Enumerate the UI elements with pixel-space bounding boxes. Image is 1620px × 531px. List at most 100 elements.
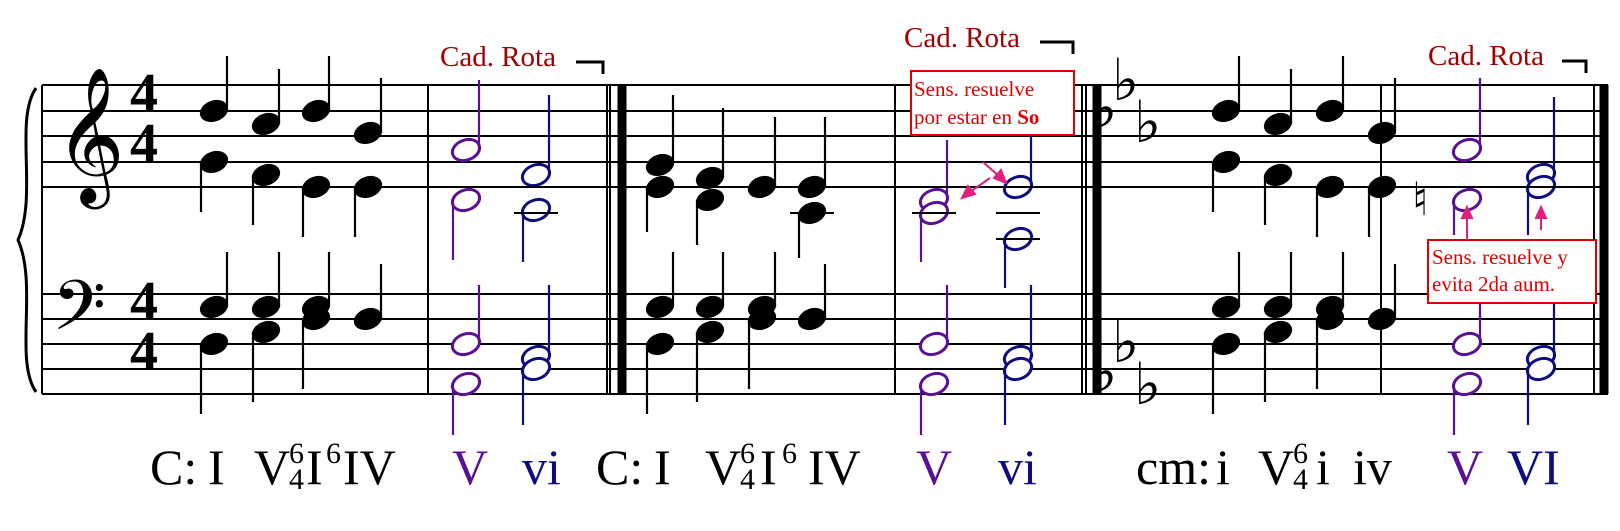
numeral-3-3: i xyxy=(1316,439,1330,495)
numeral-2-5: V xyxy=(916,439,952,495)
numeral-1-2-sub: 4 xyxy=(289,463,304,496)
numeral-3-2: V xyxy=(1258,439,1294,495)
s2-bass-note-1 xyxy=(645,332,675,356)
s2-soprano-note-1 xyxy=(645,153,675,177)
s1-bass-note-2 xyxy=(251,320,281,344)
s2-tenor-note-4 xyxy=(797,307,827,331)
roman-numeral-analysis: C: I V 6 4 I 6 IV V vi C: I V 6 4 I 6 IV… xyxy=(150,437,1560,496)
arrow-3-head-icon xyxy=(1460,204,1474,219)
numeral-1-3: I xyxy=(306,439,323,495)
note-box-1-line2-plain: por estar en xyxy=(914,105,1017,129)
key-sig-flat-bass-2: ♭ xyxy=(1112,308,1139,376)
key-sig-flat-treble-3: ♭ xyxy=(1134,88,1161,156)
numeral-3-6: VI xyxy=(1507,439,1560,495)
numeral-1-1: I xyxy=(208,439,225,495)
numeral-1-6: vi xyxy=(522,439,561,495)
s1-soprano-note-4 xyxy=(353,121,383,145)
s2-alto-note-2 xyxy=(695,188,725,212)
note-box-2-frame xyxy=(1427,239,1597,304)
note-box-1-line2: por estar en So xyxy=(914,105,1039,129)
s1-vi-sop xyxy=(520,162,552,188)
time-sig-bass-bottom: 4 xyxy=(130,321,158,383)
treble-clef-icon: 𝄞 xyxy=(55,65,125,209)
s1-alto-note-2 xyxy=(251,163,281,187)
s1-soprano-note-1 xyxy=(199,99,229,123)
note-box-1-line2-bold: So xyxy=(1017,105,1039,129)
s1-V-alto xyxy=(450,187,482,213)
time-sig-treble-top: 4 xyxy=(130,63,158,125)
arrow-1-head-icon xyxy=(960,184,977,200)
arrow-2-head-icon xyxy=(992,168,1008,185)
s1-alto-note-1 xyxy=(199,150,229,174)
numeral-3-4: iv xyxy=(1353,439,1392,495)
notes xyxy=(199,56,1563,435)
note-box-2-line1: Sens. resuelve y xyxy=(1432,245,1568,269)
cadence-label-2: Cad. Rota xyxy=(904,22,1020,54)
s1-tenor-note-1 xyxy=(199,295,229,319)
key-label-1: C: xyxy=(150,439,197,495)
numeral-2-3-sup: 6 xyxy=(782,437,797,470)
s2-V-tenor xyxy=(918,331,950,357)
s3-soprano-note-1 xyxy=(1211,99,1241,123)
numeral-2-1: I xyxy=(654,439,671,495)
s1-bass-note-1 xyxy=(199,332,229,356)
numeral-3-5: V xyxy=(1447,439,1483,495)
numeral-2-2-sup: 6 xyxy=(740,437,755,470)
s3-V-tenor xyxy=(1451,331,1483,357)
key-sig-flat-treble-1: ♭ xyxy=(1090,74,1117,142)
resolution-arrows xyxy=(960,161,1548,240)
key-sig-flat-bass-3: ♭ xyxy=(1134,350,1161,418)
s3-V-sop xyxy=(1451,137,1483,163)
numeral-2-3: I xyxy=(760,439,777,495)
s2-tenor-note-1 xyxy=(645,295,675,319)
numeral-1-2: V xyxy=(254,439,290,495)
s3-soprano-note-2 xyxy=(1263,112,1293,136)
cadence-label-3: Cad. Rota xyxy=(1428,40,1544,72)
numeral-1-5: V xyxy=(452,439,488,495)
s3-soprano-note-4 xyxy=(1367,121,1397,145)
s1-vi-alto xyxy=(520,197,552,223)
s2-bass-note-2 xyxy=(695,320,725,344)
s3-bass-note-1 xyxy=(1211,332,1241,356)
s3-alto-note-2 xyxy=(1263,163,1293,187)
cadence-bracket-3 xyxy=(1562,59,1588,73)
s3-soprano-note-3 xyxy=(1315,99,1345,123)
s2-tenor-note-2 xyxy=(695,295,725,319)
numeral-1-2-sup: 6 xyxy=(289,437,304,470)
bass-clef-icon: 𝄢 xyxy=(52,265,106,363)
numeral-3-2-sub: 4 xyxy=(1293,463,1308,496)
arrow-1 xyxy=(969,177,991,193)
s1-tenor-note-4 xyxy=(353,307,383,331)
s1-soprano-note-2 xyxy=(251,112,281,136)
note-box-2: Sens. resuelve y evita 2da aum. xyxy=(1427,239,1597,304)
numeral-3-2-sup: 6 xyxy=(1293,437,1308,470)
s3-alto-note-1 xyxy=(1211,150,1241,174)
numeral-2-6: vi xyxy=(998,439,1037,495)
note-box-2-line2: evita 2da aum. xyxy=(1432,272,1555,296)
barlines xyxy=(427,85,1609,394)
key-label-2: C: xyxy=(596,439,643,495)
numeral-1-3-sup: 6 xyxy=(326,437,341,470)
cadence-bracket-1 xyxy=(576,60,605,74)
s3-tenor-note-2 xyxy=(1263,295,1293,319)
arrow-4-head-icon xyxy=(1534,204,1548,219)
s3-bass-note-2 xyxy=(1263,320,1293,344)
note-box-1-frame xyxy=(910,70,1075,136)
numeral-2-2-sub: 4 xyxy=(740,463,755,496)
clefs-and-signatures: 𝄞 𝄢 4 4 4 4 ♭ ♭ ♭ ♭ ♭ ♭ ♮ xyxy=(52,46,1428,418)
system-brace-icon xyxy=(16,87,38,393)
cadence-annotations: Cad. Rota Cad. Rota Cad. Rota xyxy=(440,22,1588,74)
numeral-2-2: V xyxy=(705,439,741,495)
s1-V-sop xyxy=(450,137,482,163)
note-box-1-line1: Sens. resuelve xyxy=(914,77,1034,101)
note-box-1: Sens. resuelve por estar en So xyxy=(910,70,1075,136)
time-sig-bass-top: 4 xyxy=(130,271,158,333)
numeral-3-1: i xyxy=(1216,439,1230,495)
s1-soprano-note-3 xyxy=(301,99,331,123)
key-sig-flat-bass-1: ♭ xyxy=(1090,338,1117,406)
time-sig-treble-bottom: 4 xyxy=(130,113,158,175)
cadence-label-1: Cad. Rota xyxy=(440,41,556,73)
numeral-2-4: IV xyxy=(808,439,861,495)
s1-V-tenor xyxy=(450,331,482,357)
